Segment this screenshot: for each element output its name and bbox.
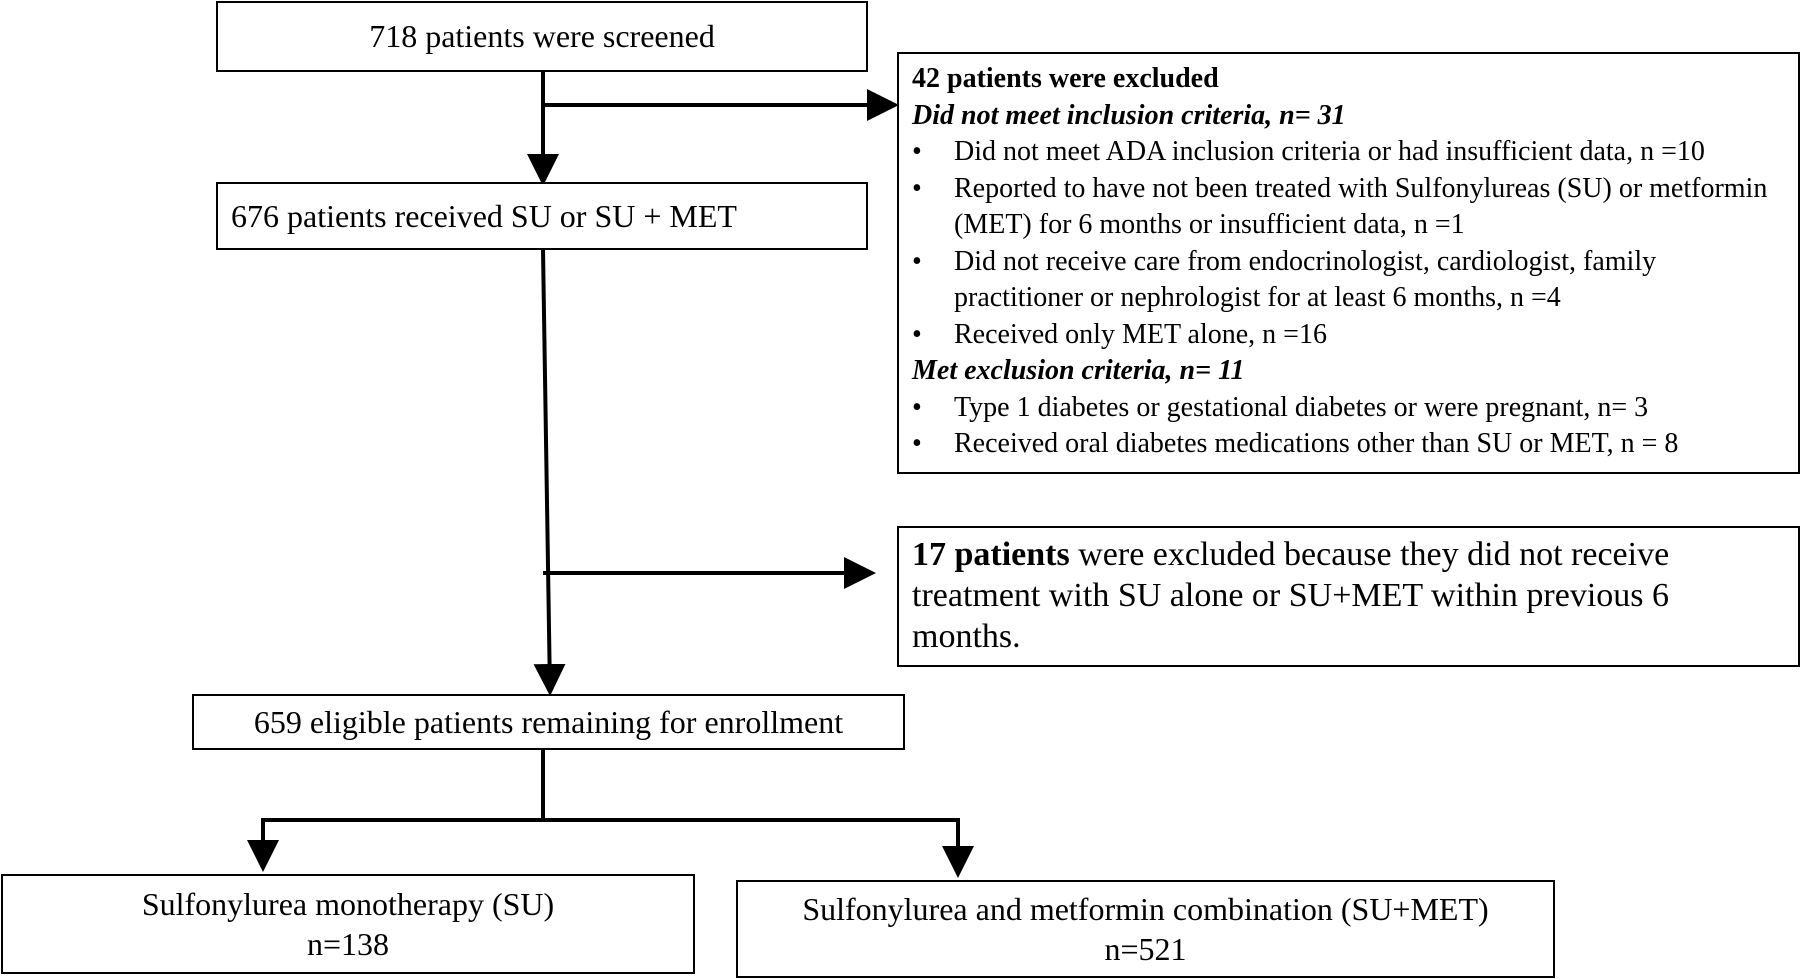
- exclusion-box-2: 17 patients were excluded because they d…: [897, 526, 1800, 667]
- exclusion-2-text: were excluded because they did not recei…: [912, 536, 1670, 655]
- inclusion-item-1: Did not meet ADA inclusion criteria or h…: [912, 134, 1788, 171]
- su-met-count: n=521: [1104, 931, 1187, 967]
- su-met-label: Sulfonylurea and metformin combination (…: [802, 891, 1489, 927]
- exclusion-item-2: Received oral diabetes medications other…: [912, 426, 1788, 463]
- screened-label: 718 patients were screened: [369, 18, 715, 55]
- inclusion-criteria-heading: Did not meet inclusion criteria, n= 31: [912, 99, 1346, 131]
- inclusion-item-4: Received only MET alone, n =16: [912, 317, 1788, 354]
- su-mono-count: n=138: [306, 926, 390, 962]
- su-mono-label: Sulfonylurea monotherapy (SU): [141, 886, 555, 922]
- arrow-received-to-eligible: [533, 249, 566, 696]
- inclusion-item-3: Did not receive care from endocrinologis…: [912, 244, 1788, 317]
- su-mono-box: Sulfonylurea monotherapy (SU) n=138: [1, 874, 695, 974]
- exclusion-criteria-heading: Met exclusion criteria, n= 11: [912, 355, 1245, 386]
- received-label: 676 patients received SU or SU + MET: [231, 197, 737, 234]
- exclusion-1-title: 42 patients were excluded: [912, 63, 1219, 94]
- screened-box: 718 patients were screened: [216, 1, 868, 72]
- eligible-box: 659 eligible patients remaining for enro…: [192, 694, 905, 750]
- eligible-label: 659 eligible patients remaining for enro…: [253, 703, 844, 740]
- su-met-box: Sulfonylurea and metformin combination (…: [736, 880, 1555, 978]
- inclusion-item-2: Reported to have not been treated with S…: [912, 171, 1788, 244]
- received-box: 676 patients received SU or SU + MET: [216, 182, 868, 250]
- exclusion-box-1: 42 patients were excluded Did not meet i…: [897, 52, 1800, 474]
- exclusion-2-count: 17 patients: [912, 536, 1070, 573]
- exclusion-item-1: Type 1 diabetes or gestational diabetes …: [912, 390, 1788, 427]
